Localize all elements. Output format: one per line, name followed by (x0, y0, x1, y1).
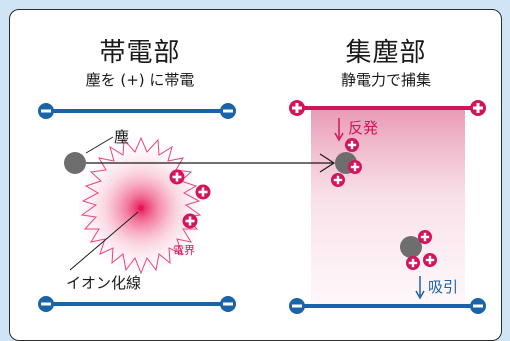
repulsion-arrowhead (334, 132, 344, 142)
collection-section-title: 集塵部 (345, 38, 427, 68)
minus-icon (470, 298, 486, 314)
plus-icon (418, 230, 432, 244)
ion-wire-label: イオン化線 (66, 274, 142, 292)
ionization-wire-center (138, 205, 144, 211)
charging-section-title: 帯電部 (99, 38, 181, 68)
collection-section-subtitle: 静電力で捕集 (340, 71, 431, 89)
ion-wire-leader (69, 211, 139, 271)
attraction-arrowhead (415, 290, 425, 300)
repulsion-label: 反発 (348, 119, 379, 137)
dust-label: 塵 (114, 128, 130, 146)
minus-icon (289, 298, 305, 314)
plus-icon (289, 100, 305, 116)
electric-field-label: 電界 (173, 244, 195, 257)
diagram-graphics (38, 100, 486, 314)
collection-field-area (311, 110, 465, 305)
charging-section-subtitle: 塵を (+) に帯電 (85, 71, 195, 89)
dust-particle-collect-lower (400, 236, 422, 258)
plus-icon (195, 184, 211, 200)
plus-icon (470, 100, 486, 116)
plus-icon (345, 138, 359, 152)
plus-icon (169, 169, 185, 185)
minus-icon (220, 103, 236, 119)
minus-icon (38, 296, 54, 312)
minus-icon (38, 103, 54, 119)
dust-label-leader (85, 136, 114, 154)
plus-icon (348, 160, 362, 174)
plus-icon (406, 256, 420, 270)
trajectory-arrowhead (319, 153, 336, 173)
plus-icon (423, 253, 437, 267)
plus-icon (331, 173, 345, 187)
minus-icon (220, 296, 236, 312)
plus-icon (182, 213, 198, 229)
attraction-label: 吸引 (428, 278, 459, 296)
dust-particle-left (64, 152, 86, 174)
diagram-stage: 帯電部 塵を (+) に帯電 集塵部 静電力で捕集 塵 電界 イオン化線 反発 … (9, 9, 502, 341)
